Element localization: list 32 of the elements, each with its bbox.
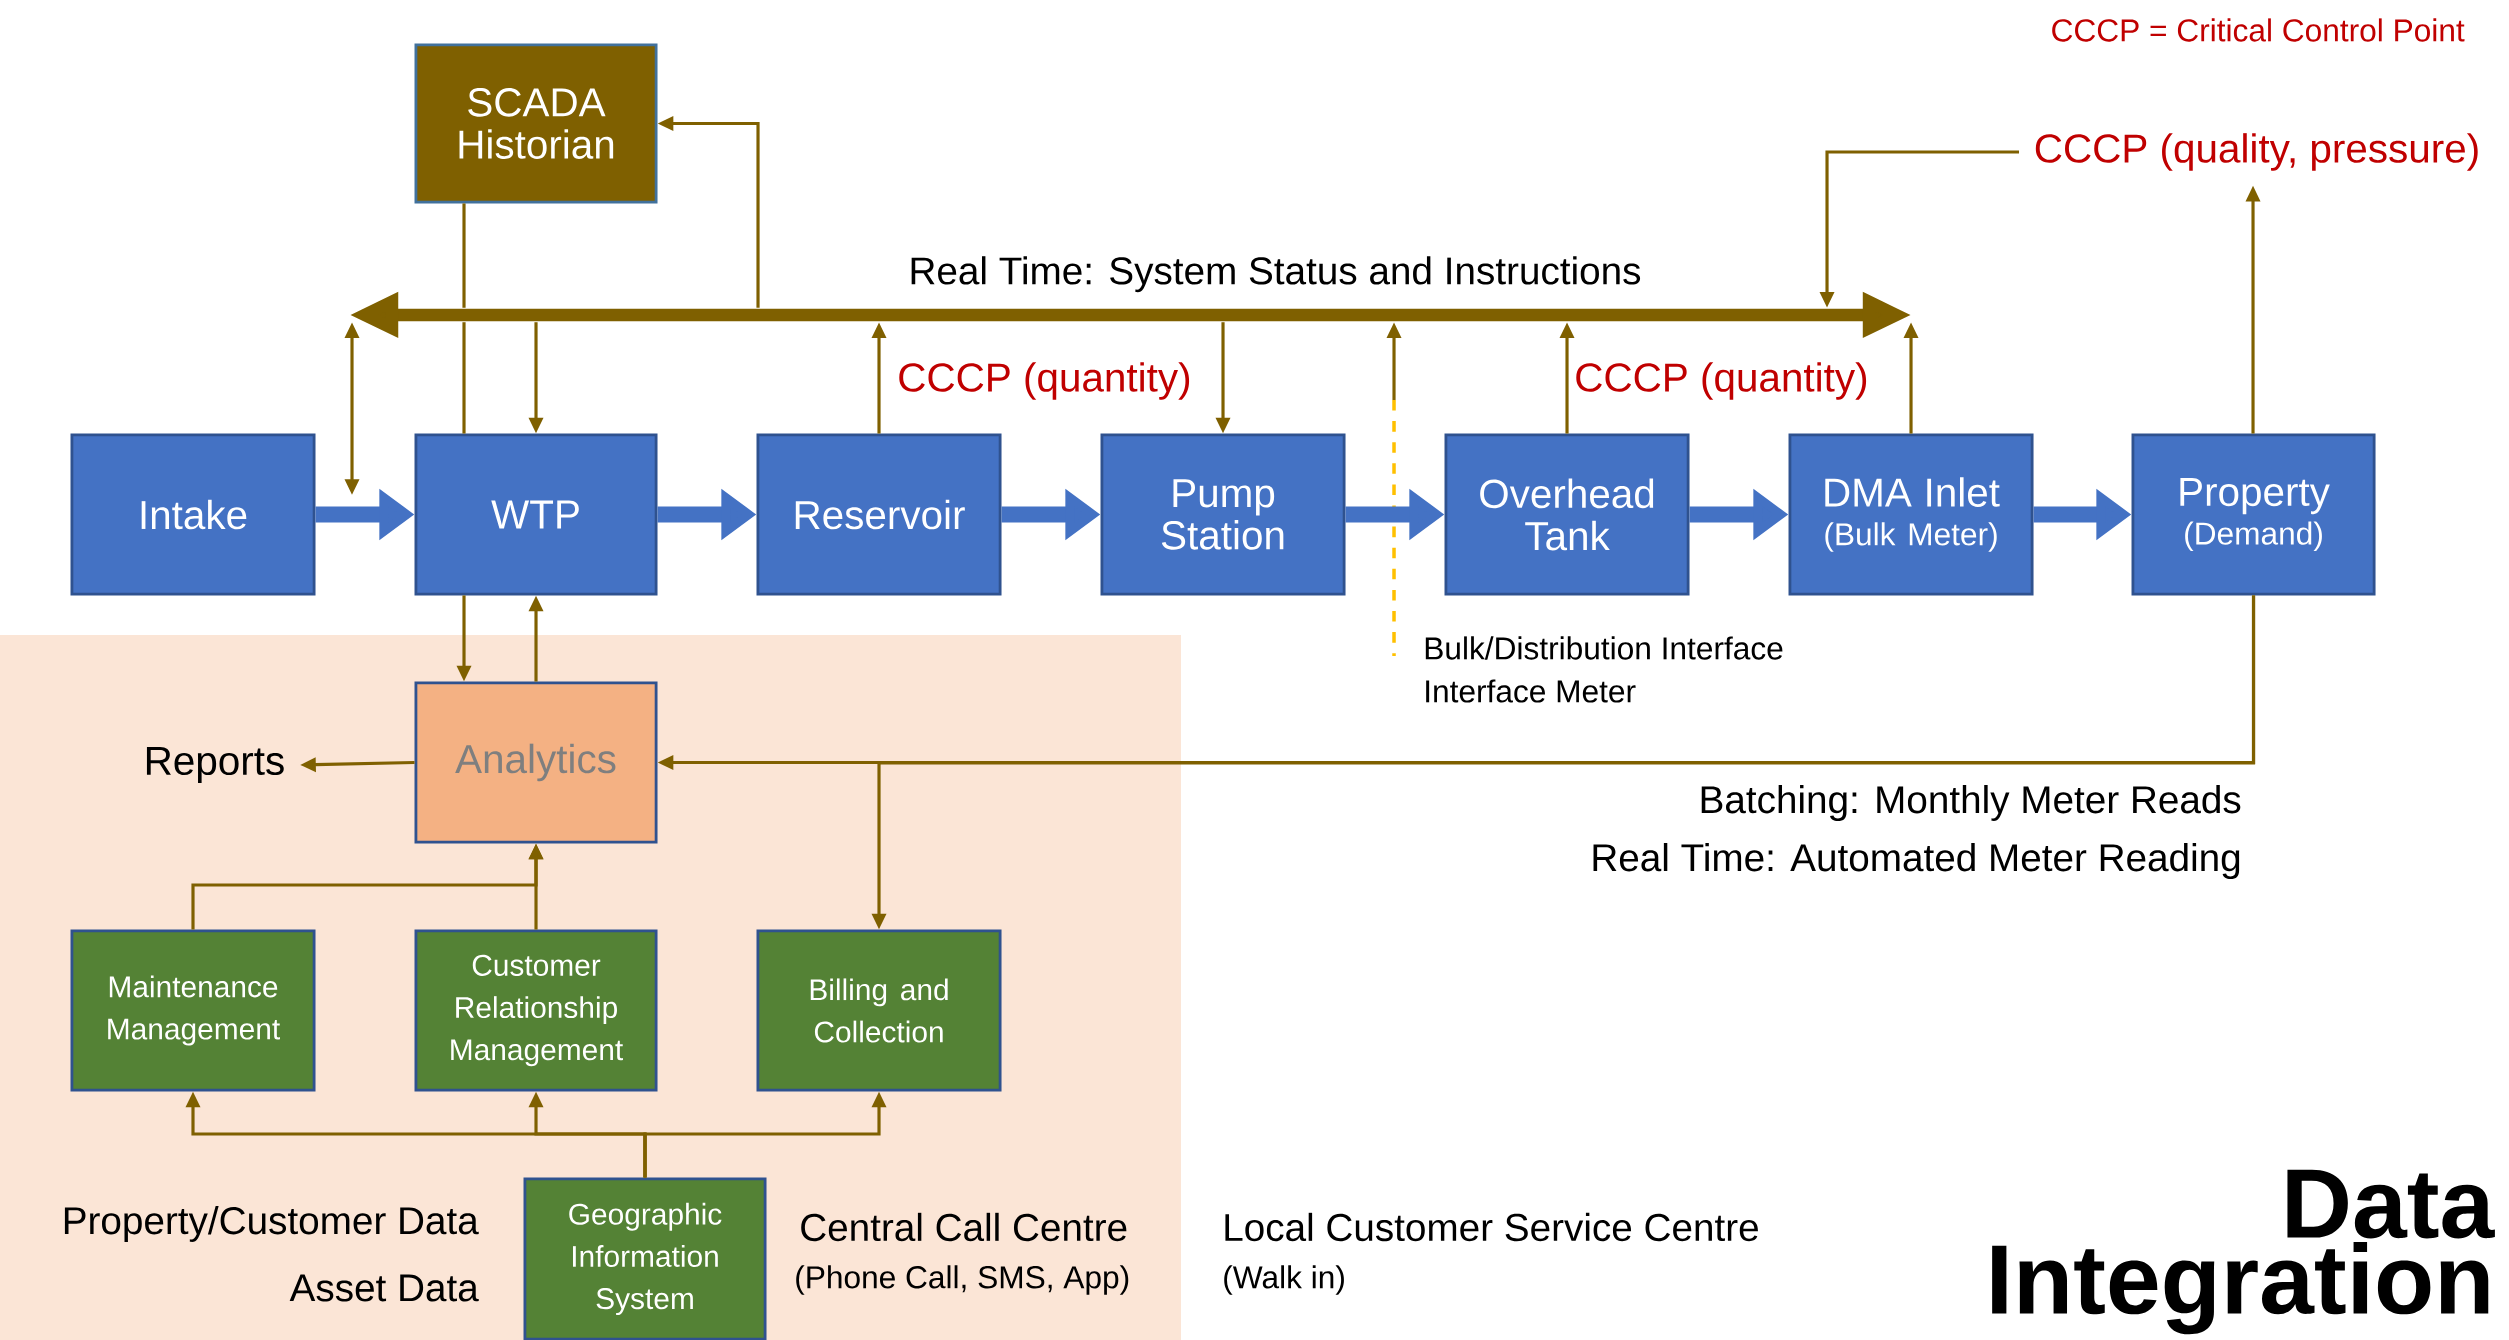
reports-label: Reports bbox=[146, 746, 284, 784]
connector-line bbox=[462, 322, 466, 434]
interface-label: Interface Meter bbox=[1426, 679, 1636, 703]
bus-label: Real Time: System Status and Instructions bbox=[911, 256, 1641, 293]
data-label: Property/Customer Data bbox=[64, 1206, 479, 1242]
cccp-label: CCCP (quantity) bbox=[1576, 362, 1867, 400]
title: Data Integration bbox=[1992, 1169, 2495, 1335]
meter-read-label: Real Time: Automated Meter Reading bbox=[1593, 843, 2240, 879]
legend-note: CCCP = Critical Control Point bbox=[2052, 18, 2465, 42]
system-box: Maintenance Management bbox=[70, 929, 316, 1092]
connector-line bbox=[462, 203, 466, 308]
channel-label: Local Customer Service Centre bbox=[1225, 1212, 1758, 1242]
process-box: Pump Station bbox=[1100, 433, 1346, 596]
channel-label: (Walk in) bbox=[1224, 1265, 1344, 1295]
channel-label: (Phone Call, SMS, App) bbox=[796, 1265, 1129, 1295]
system-box: Customer Relationship Management bbox=[414, 929, 658, 1092]
cccp-label: CCCP (quantity) bbox=[899, 362, 1190, 400]
process-box: Overhead Tank bbox=[1444, 433, 1690, 596]
process-box: Reservoir bbox=[756, 433, 1002, 596]
interface-label: Bulk/Distribution Interface bbox=[1425, 636, 1783, 660]
historian-box: SCADA Historian bbox=[414, 43, 658, 204]
process-box: WTP bbox=[414, 433, 658, 596]
process-box: DMA Inlet (Bulk Meter) bbox=[1788, 433, 2034, 596]
cccp-label: CCCP (quality, pressure) bbox=[2035, 133, 2478, 171]
channel-label: Central Call Centre bbox=[801, 1212, 1127, 1242]
data-label: Asset Data bbox=[289, 1274, 479, 1302]
process-box: Property (Demand) bbox=[2131, 433, 2376, 596]
process-box: Intake bbox=[70, 433, 316, 596]
system-box: Billing and Collection bbox=[756, 929, 1002, 1092]
system-box: Geographic Information System bbox=[523, 1177, 767, 1340]
meter-read-label: Batching: Monthly Meter Reads bbox=[1701, 785, 2241, 821]
analytics-box: Analytics bbox=[414, 681, 658, 844]
